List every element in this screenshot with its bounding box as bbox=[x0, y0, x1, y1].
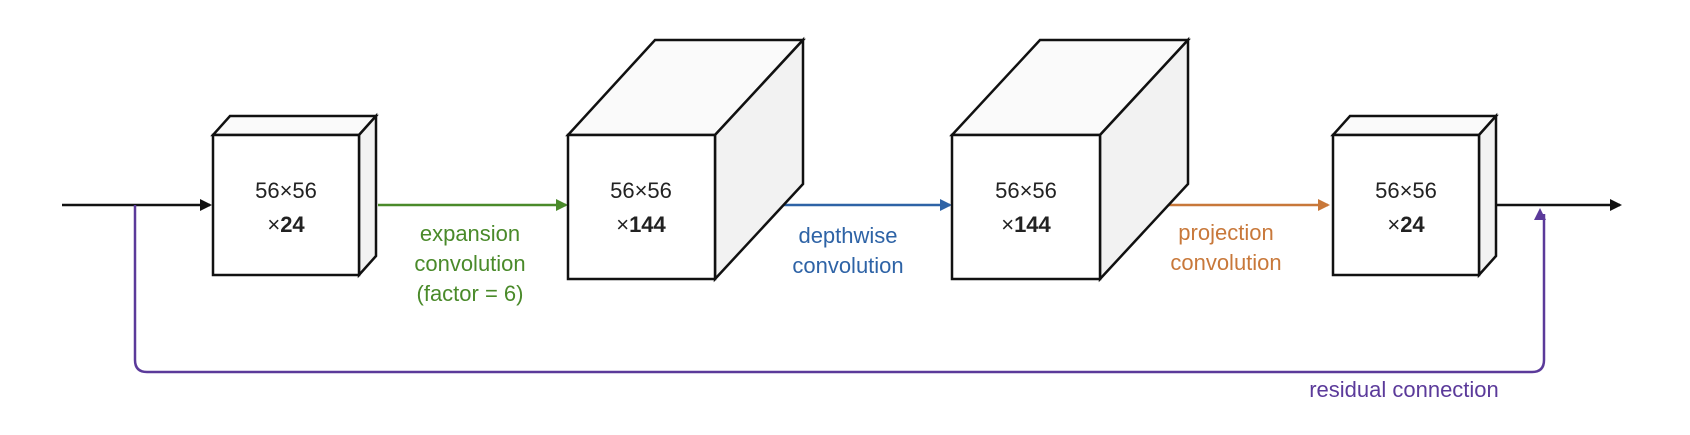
block-4-spatial: 56×56 bbox=[1375, 178, 1437, 203]
block-4-front bbox=[1331, 133, 1481, 277]
block-2: 56×56 ×144 bbox=[565, 36, 806, 283]
projection-label: projection convolution bbox=[1170, 220, 1281, 275]
block-2-spatial: 56×56 bbox=[610, 178, 672, 203]
projection-label-line-2: convolution bbox=[1170, 250, 1281, 275]
block-1-top bbox=[210, 114, 379, 137]
block-4-side bbox=[1477, 112, 1498, 279]
residual-connection-path bbox=[133, 205, 1546, 374]
block-1-side bbox=[357, 112, 378, 279]
depthwise-label: depthwise convolution bbox=[792, 223, 903, 278]
block-1-front bbox=[211, 133, 361, 277]
block-4: 56×56 ×24 bbox=[1330, 112, 1499, 279]
depthwise-label-line-1: depthwise bbox=[798, 223, 897, 248]
expansion-label-line-1: expansion bbox=[420, 221, 520, 246]
block-2-front bbox=[566, 133, 717, 281]
block-4-channels: ×24 bbox=[1387, 212, 1425, 237]
block-1-channels: ×24 bbox=[267, 212, 305, 237]
block-1-spatial: 56×56 bbox=[255, 178, 317, 203]
depthwise-label-line-2: convolution bbox=[792, 253, 903, 278]
residual-connection-label: residual connection bbox=[1309, 377, 1499, 402]
expansion-label: expansion convolution (factor = 6) bbox=[414, 221, 525, 306]
block-2-channels: ×144 bbox=[616, 212, 666, 237]
block-3: 56×56 ×144 bbox=[949, 36, 1191, 283]
block-1: 56×56 ×24 bbox=[210, 112, 379, 279]
block-3-spatial: 56×56 bbox=[995, 178, 1057, 203]
expansion-label-line-3: (factor = 6) bbox=[417, 281, 524, 306]
expansion-label-line-2: convolution bbox=[414, 251, 525, 276]
projection-label-line-1: projection bbox=[1178, 220, 1273, 245]
block-3-front bbox=[950, 133, 1102, 281]
block-4-top bbox=[1330, 114, 1499, 137]
block-3-channels: ×144 bbox=[1001, 212, 1051, 237]
